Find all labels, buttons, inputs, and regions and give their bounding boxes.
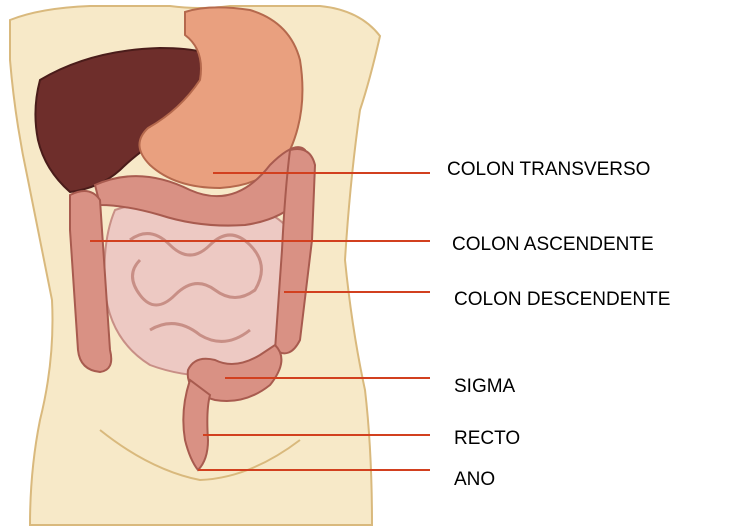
label-colon-transverso: COLON TRANSVERSO (447, 160, 650, 179)
label-colon-ascendente: COLON ASCENDENTE (452, 235, 654, 254)
label-recto: RECTO (454, 429, 520, 448)
label-ano: ANO (454, 470, 495, 489)
small-intestine (104, 201, 294, 376)
label-colon-descendente: COLON DESCENDENTE (454, 290, 670, 309)
label-sigma: SIGMA (454, 377, 515, 396)
